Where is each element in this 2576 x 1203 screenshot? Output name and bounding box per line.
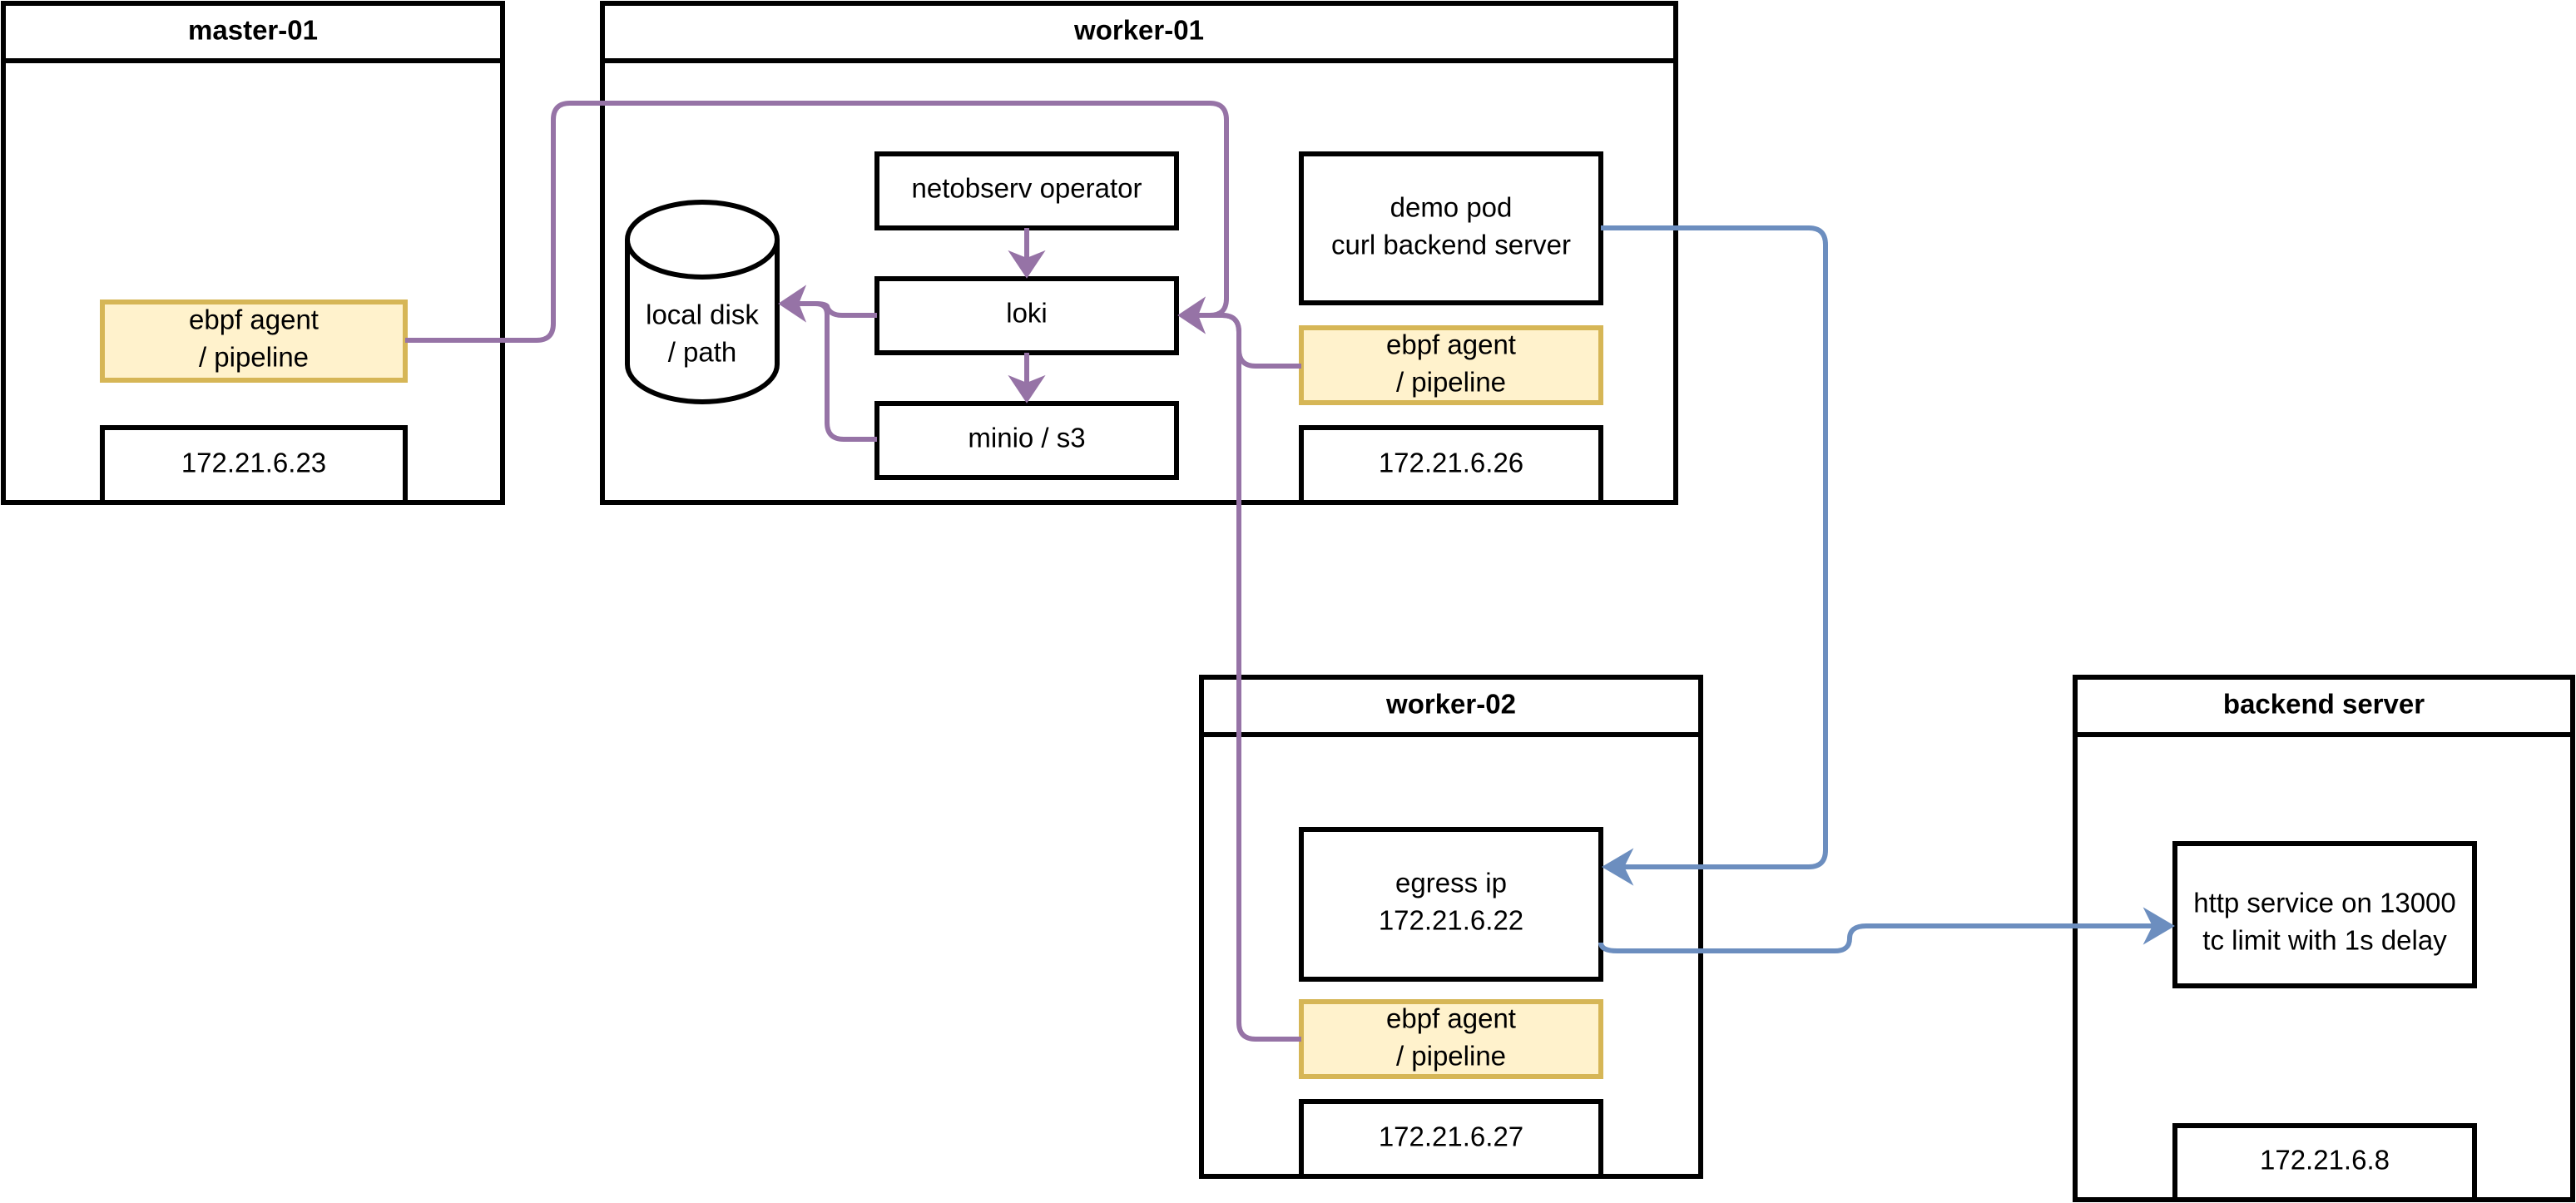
node-label-line: minio / s3 xyxy=(968,423,1085,453)
edge-line xyxy=(1195,313,1301,1042)
node-loki[interactable]: loki xyxy=(874,276,1179,355)
node-label-line: ebpf agent xyxy=(1386,329,1516,360)
node-label-line: local disk xyxy=(646,300,759,330)
node-worker1-ebpf-agent[interactable]: ebpf agent / pipeline xyxy=(1299,325,1603,405)
edge-egress-to-http[interactable] xyxy=(1598,907,2175,953)
node-backend-ip[interactable]: 172.21.6.8 xyxy=(2172,1123,2477,1202)
node-label-line: 172.21.6.23 xyxy=(181,448,326,478)
arrowhead-right-icon xyxy=(2143,907,2175,945)
ip-box xyxy=(100,425,408,505)
node-label-line: 172.21.6.26 xyxy=(1379,448,1523,478)
agent-box xyxy=(100,300,408,383)
node-label-line: egress ip xyxy=(1395,868,1507,899)
edge-line xyxy=(1598,923,2158,953)
node-label-line: / pipeline xyxy=(1396,367,1506,398)
edge-line xyxy=(405,101,1229,343)
node-label-line: ebpf agent xyxy=(1386,1003,1516,1034)
arrowhead-left-icon xyxy=(1602,848,1634,886)
node-label-line: http service on 13000 xyxy=(2193,888,2456,918)
edge-loki-to-minio[interactable] xyxy=(1008,353,1046,403)
node-label-line: / path xyxy=(668,337,737,368)
database-cylinder-icon xyxy=(625,200,780,404)
arrowhead-left-icon xyxy=(1177,296,1206,334)
node-minio-s3[interactable]: minio / s3 xyxy=(874,401,1179,480)
arrowhead-left-icon xyxy=(778,285,807,323)
node-label-line: ebpf agent xyxy=(189,304,319,335)
node-http-service[interactable]: http service on 13000 tc limit with 1s d… xyxy=(2172,841,2477,988)
node-label-line: 172.21.6.27 xyxy=(1379,1121,1523,1152)
ip-box xyxy=(1299,425,1603,505)
database-cylinder-top xyxy=(625,239,780,280)
node-label-line: 172.21.6.8 xyxy=(2260,1145,2390,1176)
node-master-ebpf-agent[interactable]: ebpf agent / pipeline xyxy=(100,300,408,383)
node-netobserv-operator[interactable]: netobserv operator xyxy=(874,151,1179,230)
edge-demo-pod-to-egress[interactable] xyxy=(1601,225,1828,886)
edge-line xyxy=(795,301,877,442)
node-label-line: / pipeline xyxy=(1396,1041,1506,1072)
node-demo-pod[interactable]: demo pod curl backend server xyxy=(1299,151,1603,305)
container-title: master-01 xyxy=(188,15,318,46)
node-label-line: / pipeline xyxy=(199,342,309,373)
node-label-line: 172.21.6.22 xyxy=(1379,905,1523,936)
edge-netobserv-to-loki[interactable] xyxy=(1008,228,1046,279)
node-label-line: netobserv operator xyxy=(911,173,1142,204)
container-title: worker-01 xyxy=(1073,15,1204,46)
node-master-ip[interactable]: 172.21.6.23 xyxy=(100,425,408,505)
container-title: worker-02 xyxy=(1385,689,1516,720)
container-title: backend server xyxy=(2223,689,2425,720)
node-worker1-ip[interactable]: 172.21.6.26 xyxy=(1299,425,1603,505)
demo-pod-box xyxy=(1299,151,1603,305)
ip-box xyxy=(1299,1099,1603,1179)
node-label-line: demo pod xyxy=(1390,192,1513,223)
node-local-disk[interactable]: local disk / path xyxy=(625,200,780,404)
arrowhead-down-icon xyxy=(1008,250,1046,279)
ip-box xyxy=(2172,1123,2477,1202)
node-egress-ip[interactable]: egress ip 172.21.6.22 xyxy=(1299,827,1603,982)
edge-master-ebpf-to-loki[interactable] xyxy=(405,101,1229,343)
container-master-01-frame xyxy=(1,1,505,505)
operator-box xyxy=(874,151,1179,230)
edge-worker2-ebpf-to-loki[interactable] xyxy=(1177,296,1301,1042)
edge-minio-to-disk[interactable] xyxy=(778,285,877,442)
node-label-line: tc limit with 1s delay xyxy=(2202,925,2447,956)
edge-line xyxy=(1601,225,1828,869)
node-worker2-ebpf-agent[interactable]: ebpf agent / pipeline xyxy=(1299,999,1603,1079)
egress-box xyxy=(1299,827,1603,982)
node-worker2-ip[interactable]: 172.21.6.27 xyxy=(1299,1099,1603,1179)
node-label-line: curl backend server xyxy=(1331,230,1571,260)
container-master-01[interactable]: master-01 xyxy=(1,1,505,505)
agent-box xyxy=(1299,999,1603,1079)
http-box xyxy=(2172,841,2477,988)
node-label-line: loki xyxy=(1006,298,1048,329)
arrowhead-down-icon xyxy=(1008,374,1046,403)
